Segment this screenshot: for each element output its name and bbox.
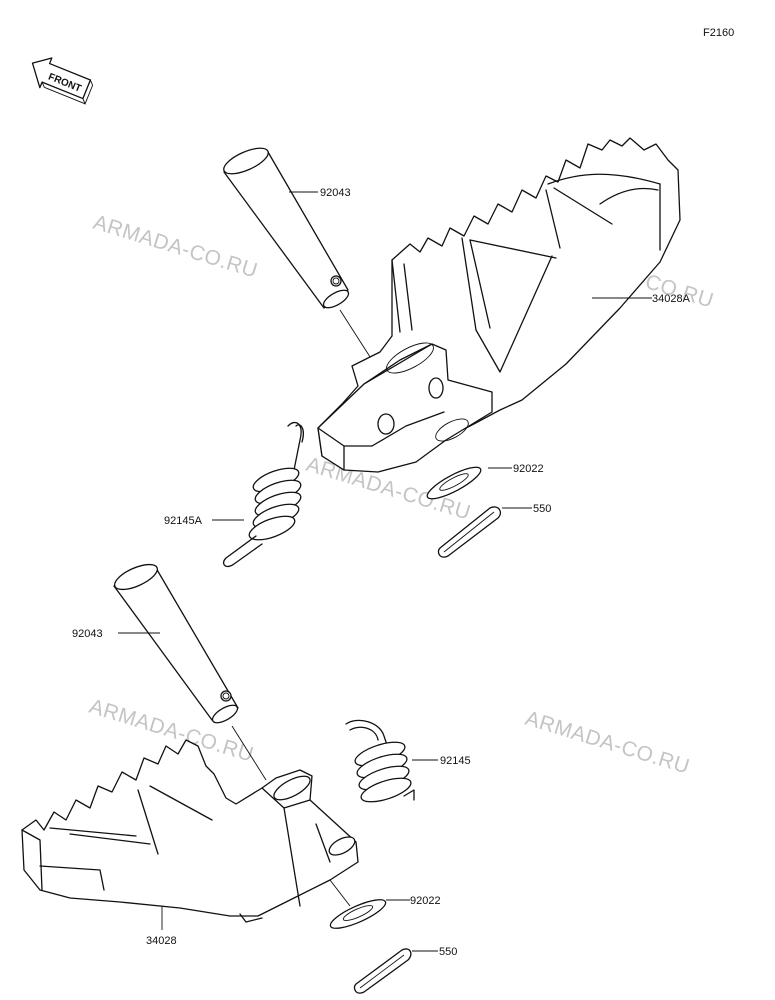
pin-lower-axis xyxy=(231,725,267,781)
footpeg-lower xyxy=(21,739,359,923)
washer-lower xyxy=(329,879,387,929)
pin-upper xyxy=(223,147,373,361)
spring-lower xyxy=(345,719,415,803)
pin-upper-axis xyxy=(339,309,373,361)
label-footpeg-lower: 34028 xyxy=(146,935,177,947)
label-pin-upper: 92043 xyxy=(320,187,351,199)
label-washer-upper: 92022 xyxy=(513,463,544,475)
watermark-5: ARMADA-CO.RU xyxy=(523,707,693,779)
footpeg-upper xyxy=(317,137,681,473)
label-spring-upper: 92145A xyxy=(164,515,203,527)
label-pin-lower: 92043 xyxy=(72,628,103,640)
watermark-1: ARMADA-CO.RU xyxy=(91,211,261,283)
pin-lower xyxy=(113,563,267,781)
cotter-lower xyxy=(353,948,412,994)
label-cotter-lower: 550 xyxy=(439,946,457,958)
label-washer-lower: 92022 xyxy=(410,895,441,907)
label-footpeg-upper: 34028A xyxy=(652,293,691,305)
figure-code: F2160 xyxy=(703,27,734,39)
label-cotter-upper: 550 xyxy=(533,503,551,515)
washer-upper xyxy=(426,466,482,500)
spring-upper xyxy=(222,421,304,568)
label-spring-lower: 92145 xyxy=(440,755,471,767)
front-arrow-icon: FRONT xyxy=(31,57,94,105)
cotter-upper xyxy=(437,506,502,558)
